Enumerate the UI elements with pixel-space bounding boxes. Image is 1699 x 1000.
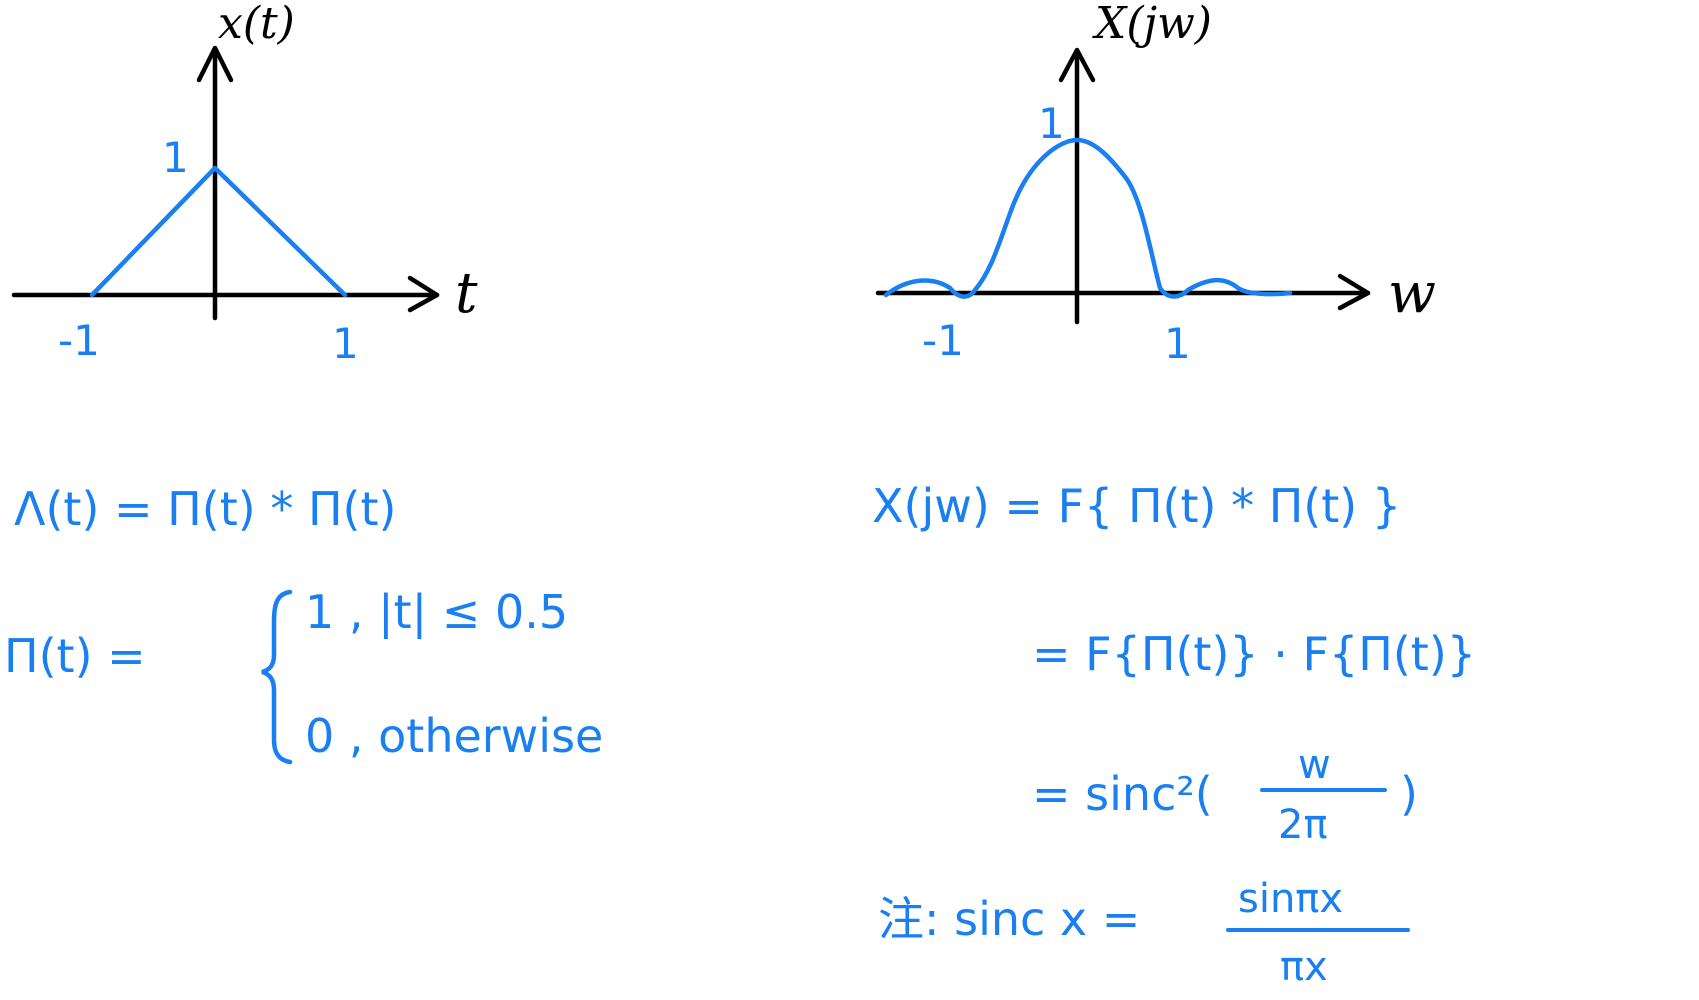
piecewise-brace <box>261 589 293 765</box>
right-x-arrowhead <box>1337 273 1371 311</box>
left-triangle-plot: x(t) t 1 -1 1 <box>11 0 478 368</box>
right-tick-neg: -1 <box>922 316 964 365</box>
left-y-axis-label: x(t) <box>218 0 295 49</box>
right-equations: X(jw) = F{ Π(t) * Π(t) } = F{Π(t)} · F{Π… <box>872 479 1476 990</box>
sinc-note-numerator: sinπx <box>1238 876 1343 922</box>
right-y-arrowhead <box>1058 47 1096 83</box>
left-x-arrowhead <box>407 275 440 313</box>
triangle-definition-equation: Λ(t) = Π(t) * Π(t) <box>14 482 396 536</box>
triangle-pulse-curve <box>89 165 348 298</box>
line-3-fraction-denominator: 2π <box>1278 802 1328 848</box>
left-tick-neg: -1 <box>58 316 100 365</box>
left-x-axis-label: t <box>455 261 478 326</box>
right-y-axis-label: X(jw) <box>1092 0 1212 49</box>
spectrum-equation-line-1: X(jw) = F{ Π(t) * Π(t) } <box>872 479 1401 533</box>
spectrum-equation-line-2: = F{Π(t)} · F{Π(t)} <box>1032 627 1476 681</box>
right-peak-label: 1 <box>1038 99 1065 148</box>
left-peak-label: 1 <box>162 133 189 182</box>
line-3-fraction-numerator: w <box>1298 742 1331 788</box>
right-tick-pos: 1 <box>1164 319 1191 368</box>
left-tick-pos: 1 <box>332 319 359 368</box>
spectrum-equation-line-3-prefix: = sinc²( <box>1032 767 1213 821</box>
left-y-arrowhead <box>196 45 234 83</box>
spectrum-equation-line-3-suffix: ) <box>1400 767 1418 821</box>
sinc-squared-curve <box>883 137 1293 299</box>
piecewise-case-1: 1 , |t| ≤ 0.5 <box>305 585 568 640</box>
sinc-note-prefix: 注: sinc x = <box>878 892 1140 946</box>
right-x-axis-label: w <box>1388 261 1436 326</box>
sinc-note-denominator: πx <box>1280 944 1328 990</box>
right-sinc-plot: X(jw) w 1 -1 1 <box>875 0 1436 368</box>
rect-function-lhs: Π(t) = <box>4 629 146 683</box>
left-equations: Λ(t) = Π(t) * Π(t) Π(t) = 1 , |t| ≤ 0.5 … <box>4 482 603 765</box>
piecewise-case-2: 0 , otherwise <box>305 709 603 763</box>
